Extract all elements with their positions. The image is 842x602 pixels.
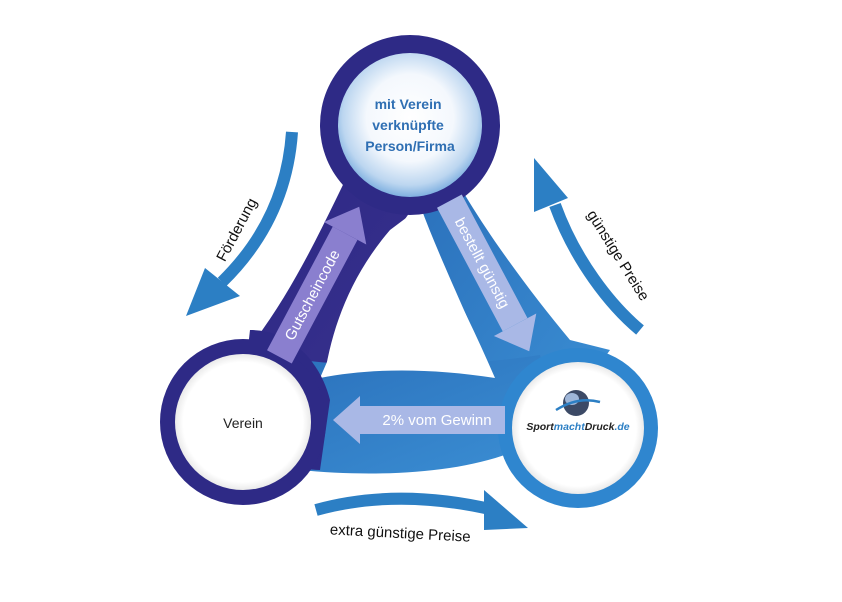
- outer-arrow-right: günstige Preise: [534, 158, 652, 335]
- outer-arrow-left-shaft: [217, 131, 298, 287]
- logo-macht: macht: [554, 421, 585, 433]
- logo-sport: Sport: [526, 421, 554, 433]
- logo-druck: Druck: [585, 421, 616, 433]
- inner-triangle: [320, 212, 495, 378]
- company-node: [512, 362, 644, 494]
- logo-tld: .de: [614, 421, 629, 433]
- outer-arrow-bottom-head: [484, 490, 528, 530]
- arrow-gewinn: 2% vom Gewinn: [333, 396, 505, 444]
- outer-arrow-right-shaft: [549, 202, 644, 335]
- person-title-line-2: verknüpfte: [372, 117, 444, 133]
- outer-arrow-bottom-shaft: [314, 492, 496, 516]
- company-logo: SportmachtDruck.de: [526, 390, 630, 433]
- outer-label-guenstige: günstige Preise: [583, 207, 652, 304]
- arrow-gewinn-label: 2% vom Gewinn: [382, 412, 491, 429]
- person-node: [338, 53, 482, 197]
- person-node-title: mit Verein verknüpfte Person/Firma: [365, 96, 455, 154]
- outer-arrow-left: Förderung: [186, 131, 298, 316]
- person-title-line-1: mit Verein: [375, 96, 442, 112]
- person-title-line-3: Person/Firma: [365, 138, 455, 154]
- outer-arrow-right-head: [534, 158, 568, 212]
- globe-orbit: [555, 399, 601, 412]
- logo-text: SportmachtDruck.de: [526, 421, 629, 433]
- club-node: [175, 354, 311, 490]
- outer-label-extra: extra günstige Preise: [329, 521, 471, 545]
- outer-arrow-left-head: [186, 268, 240, 316]
- club-node-label: Verein: [223, 415, 263, 431]
- outer-arrow-bottom: extra günstige Preise: [314, 490, 528, 546]
